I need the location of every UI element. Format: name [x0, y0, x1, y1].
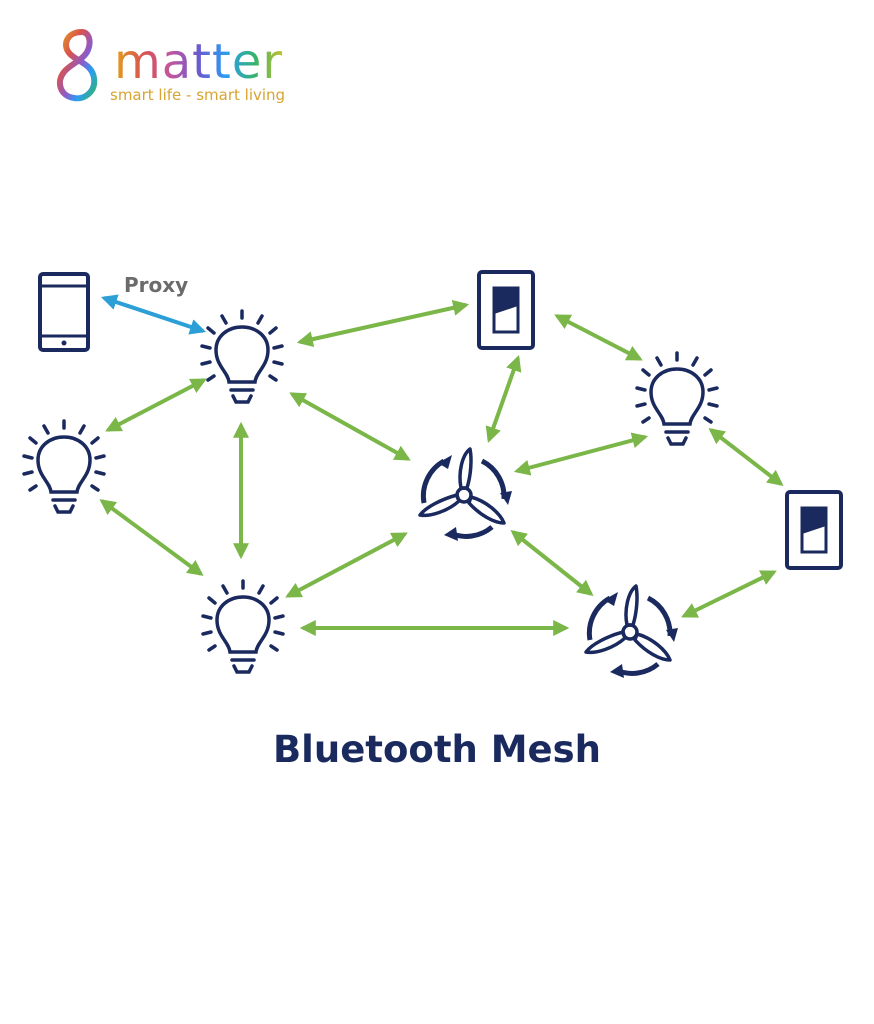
light-bulb-icon — [201, 579, 285, 674]
light-bulb-icon — [22, 419, 106, 514]
link-bulb1-switch1 — [296, 299, 470, 348]
link-bulb2-bulb3 — [99, 499, 204, 576]
link-bulb3-fan1 — [285, 532, 408, 598]
mesh-links — [99, 299, 784, 636]
link-fan1-fan2 — [510, 530, 594, 596]
light-switch-icon — [785, 490, 843, 570]
bluetooth-mesh-diagram: Proxy — [22, 270, 843, 720]
proxy-label: Proxy — [124, 273, 188, 297]
proxy-link — [100, 294, 207, 335]
link-switch1-bulb4 — [554, 314, 643, 361]
link-bulb1-fan1 — [289, 392, 411, 461]
link-fan1-bulb4 — [513, 432, 649, 476]
smartphone-icon — [38, 272, 90, 352]
light-switch-icon — [477, 270, 535, 350]
matter-logo: matter smart life - smart living — [48, 24, 298, 108]
link-bulb4-switch2 — [708, 428, 784, 486]
link-fan2-switch2 — [681, 570, 777, 618]
ceiling-fan-icon — [420, 449, 512, 541]
link-bulb1-bulb2 — [105, 378, 207, 432]
diagram-caption: Bluetooth Mesh — [272, 728, 602, 771]
brand-tagline: smart life - smart living — [110, 86, 286, 104]
light-bulb-icon — [635, 351, 719, 446]
logo-mark-icon — [56, 28, 98, 102]
light-bulb-icon — [200, 309, 284, 404]
ceiling-fan-icon — [586, 586, 678, 678]
link-switch1-fan1 — [485, 354, 522, 444]
brand-name: matter — [114, 34, 284, 90]
